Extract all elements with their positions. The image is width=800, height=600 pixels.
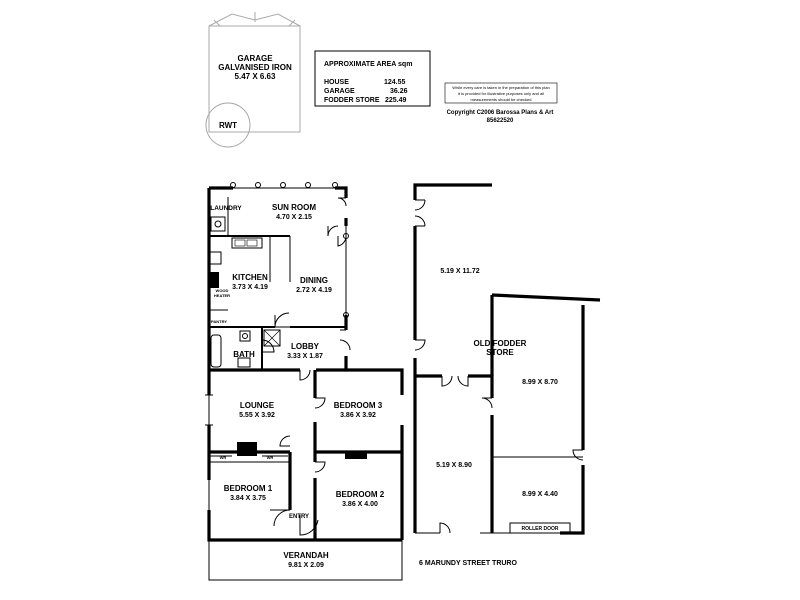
bedroom2-name: BEDROOM 2: [336, 490, 385, 499]
door-swings: [261, 197, 351, 536]
fodder-doors: [414, 199, 584, 534]
bedroom1-size: 3.84 X 3.75: [230, 495, 266, 502]
wardrobe-label-right: WR: [267, 455, 274, 460]
area-garage-label: GARAGE: [324, 88, 355, 95]
lobby-size: 3.33 X 1.87: [287, 353, 323, 360]
pantry-label: PANTRY: [211, 319, 227, 324]
entry-label: ENTRY: [289, 514, 309, 520]
lobby-name: LOBBY: [291, 342, 320, 351]
area-box: [314, 50, 431, 107]
lounge-name: LOUNGE: [240, 401, 275, 410]
disclaimer-line1: While every care is taken in the prepara…: [452, 85, 549, 90]
area-house-value: 124.55: [384, 79, 406, 86]
roller-door-label: ROLLER DOOR: [522, 526, 559, 532]
garage-size: 5.47 X 6.63: [235, 72, 276, 81]
fodder-store-walls: [413, 183, 601, 535]
kitchen-size: 3.73 X 4.19: [232, 284, 268, 291]
fodder-lower-left-size: 5.19 X 8.90: [436, 462, 472, 469]
bedroom3-name: BEDROOM 3: [334, 401, 383, 410]
bedroom1-name: BEDROOM 1: [224, 484, 273, 493]
area-title: APPROXIMATE AREA sqm: [324, 61, 412, 68]
garage-outline: [208, 12, 301, 133]
lounge-size: 5.55 X 3.92: [239, 412, 275, 419]
fodder-lower-right-size: 8.99 X 4.40: [522, 491, 558, 498]
kitchen-name: KITCHEN: [232, 273, 268, 282]
bath-label: BATH: [233, 350, 255, 359]
rwt-label: RWT: [219, 121, 237, 130]
address-label: 6 MARUNDY STREET TRURO: [419, 560, 517, 567]
bedroom3-size: 3.86 X 3.92: [340, 412, 376, 419]
area-garage-value: 36.26: [390, 88, 408, 95]
wood-heater-label-2: HEATER: [214, 293, 230, 298]
disclaimer-box: [444, 82, 558, 104]
bedroom2-size: 3.86 X 4.00: [342, 501, 378, 508]
sunroom-size: 4.70 X 2.15: [276, 214, 312, 221]
fodder-right-upper-size: 8.99 X 8.70: [522, 379, 558, 386]
garage-material: GALVANISED IRON: [218, 63, 292, 72]
dining-size: 2.72 X 4.19: [296, 287, 332, 294]
roller-door: [509, 522, 571, 534]
area-fodder-label: FODDER STORE: [324, 97, 380, 104]
garage-title: GARAGE: [237, 54, 273, 63]
area-house-label: HOUSE: [324, 79, 349, 86]
fixtures: [208, 216, 367, 459]
copyright-line1: Copyright C2006 Barossa Plans & Art: [447, 110, 554, 116]
rainwater-tank: [205, 102, 251, 148]
verandah-outline: [208, 540, 403, 581]
laundry-label: LAUNDRY: [210, 205, 242, 212]
disclaimer-line3: measurements should be checked: [471, 97, 532, 102]
disclaimer-line2: it is provided for illustrative purposes…: [458, 91, 544, 96]
sunroom-name: SUN ROOM: [272, 203, 316, 212]
verandah-name: VERANDAH: [283, 551, 329, 560]
wardrobe-label-left: WR: [220, 455, 227, 460]
copyright-line2: 85622520: [487, 118, 514, 124]
wood-heater-label-1: WOOD: [216, 288, 229, 293]
area-fodder-value: 225.49: [385, 97, 407, 104]
window-markers: [205, 182, 349, 510]
fodder-upper-size: 5.19 X 11.72: [440, 268, 479, 275]
fodder-title-2: STORE: [486, 348, 514, 357]
verandah-size: 9.81 X 2.09: [288, 562, 324, 569]
dining-name: DINING: [300, 276, 328, 285]
fodder-title-1: OLD FODDER: [474, 339, 527, 348]
